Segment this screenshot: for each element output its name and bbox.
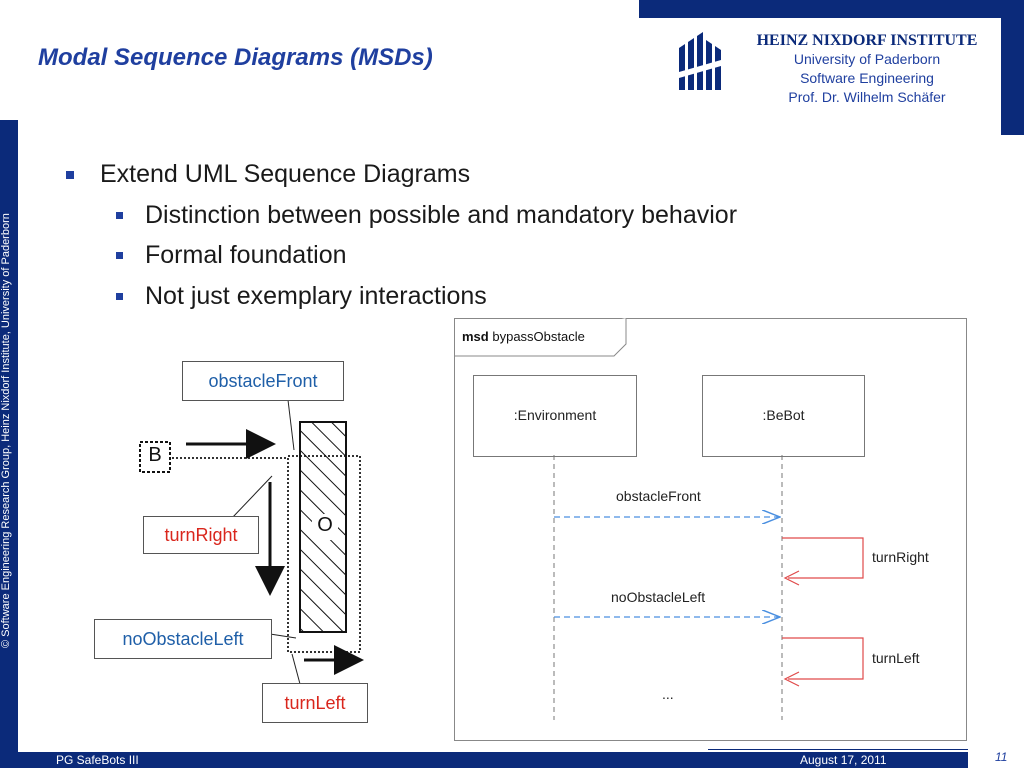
bullet-sub-text: Formal foundation [145, 241, 347, 269]
message-turn-right-arrow [782, 537, 864, 579]
msd-message-turn-left: turnLeft [872, 650, 920, 666]
footer-divider [708, 749, 968, 750]
institute-block: HEINZ NIXDORF INSTITUTE University of Pa… [738, 32, 996, 107]
msd-tab-shape [454, 318, 627, 357]
bullet-square-icon [116, 252, 123, 259]
message-turn-left-arrow [782, 637, 864, 680]
bullet-square-icon [116, 212, 123, 219]
msd-header: msd bypassObstacle [462, 329, 585, 344]
bullet-sub-text: Distinction between possible and mandato… [145, 201, 738, 229]
institute-logo-icon [679, 32, 721, 90]
scenario-diagram [139, 399, 364, 685]
connector-line [291, 653, 301, 685]
connector-line [287, 399, 295, 451]
obstacle-shape [299, 421, 347, 633]
bullet-sub-2: Formal foundation [116, 241, 347, 270]
bullet-sub-1: Distinction between possible and mandato… [116, 201, 737, 230]
bullet-square-icon [116, 293, 123, 300]
msd-frame [454, 318, 967, 741]
label-no-obstacle-left: noObstacleLeft [94, 619, 272, 659]
lifeline-environment: :Environment [473, 375, 637, 457]
header-band [639, 0, 1024, 18]
label-turn-right: turnRight [143, 516, 259, 554]
msd-message-no-obstacle-left: noObstacleLeft [611, 589, 706, 605]
page-number: 11 [995, 750, 1008, 764]
footer-course: PG SafeBots III [56, 753, 139, 767]
msd-continuation: ... [662, 686, 674, 702]
bullet-sub-text: Not just exemplary interactions [145, 282, 487, 310]
right-band [1001, 0, 1024, 135]
left-band [0, 120, 18, 768]
slide-title: Modal Sequence Diagrams (MSDs) [38, 44, 433, 71]
msd-message-turn-right: turnRight [872, 549, 929, 565]
institute-university: University of Paderborn [793, 51, 941, 67]
institute-name: HEINZ NIXDORF INSTITUTE [756, 32, 978, 49]
label-turn-left: turnLeft [262, 683, 368, 723]
robot-shape [139, 441, 171, 473]
robot-label: B [148, 444, 162, 466]
institute-professor: Prof. Dr. Wilhelm Schäfer [788, 89, 946, 105]
connector-line [269, 633, 297, 639]
obstacle-label: O [312, 514, 338, 540]
footer-band [18, 752, 708, 768]
bullet-square-icon [66, 170, 74, 179]
label-obstacle-front: obstacleFront [182, 361, 344, 401]
connector-line [231, 475, 273, 519]
msd-sequence [553, 455, 864, 720]
bullet-main: Extend UML Sequence Diagrams [66, 160, 470, 189]
footer-date: August 17, 2011 [800, 753, 887, 767]
bullet-sub-3: Not just exemplary interactions [116, 282, 487, 311]
msd-message-obstacle-front: obstacleFront [616, 488, 701, 504]
copyright-text: © Software Engineering Research Group, H… [0, 213, 12, 648]
footer-band-right [708, 752, 968, 768]
msd-name: bypassObstacle [492, 329, 585, 344]
bullet-main-text: Extend UML Sequence Diagrams [100, 160, 471, 188]
msd-keyword: msd [462, 329, 489, 344]
institute-group: Software Engineering [800, 70, 934, 86]
lifeline-bebot: :BeBot [702, 375, 865, 457]
